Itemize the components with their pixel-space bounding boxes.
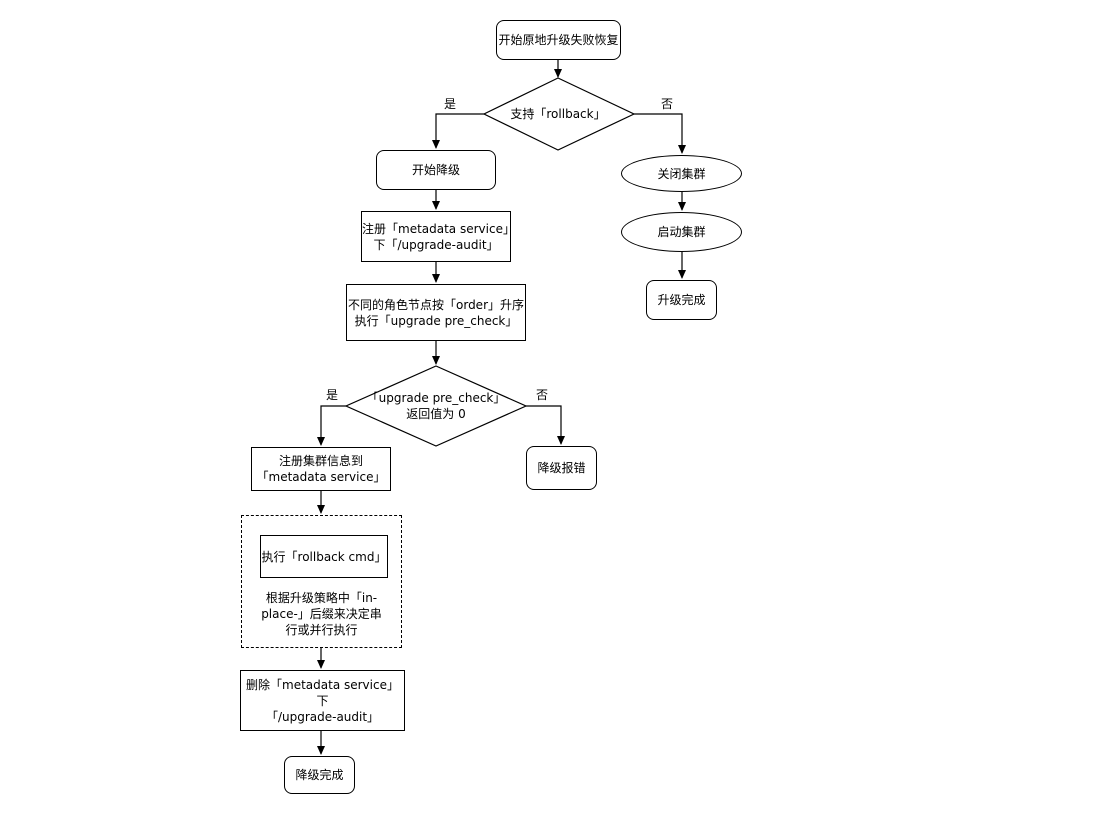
strategy-note-line3: 行或并行执行 — [285, 623, 358, 637]
exec-rollback-node: 执行「rollback cmd」 — [260, 535, 388, 578]
edge-label-rollback-no: 否 — [661, 97, 674, 111]
downgrade-error-node: 降级报错 — [526, 446, 597, 490]
delete-audit-line1: 删除「metadata service」下 — [246, 677, 399, 708]
precheck-return-label: 「upgrade pre_check」 返回值为 0 — [366, 389, 506, 423]
register-audit-line1: 注册「metadata service」 — [362, 221, 515, 236]
upgrade-done-label: 升级完成 — [657, 293, 706, 307]
register-cluster-line1: 注册集群信息到 — [278, 454, 363, 468]
strategy-note-line1: 根据升级策略中「in- — [265, 591, 378, 605]
edge-label-precheck-no: 否 — [536, 388, 549, 402]
downgrade-done-label: 降级完成 — [295, 768, 344, 782]
edge-diamond-yes — [317, 405, 346, 446]
edge-support-no — [634, 113, 686, 154]
strategy-note-line2: place-」后缀来决定串 — [261, 607, 382, 621]
start-cluster-label: 启动集群 — [657, 225, 706, 239]
register-audit-line2: 下「/upgrade-audit」 — [373, 237, 499, 252]
precheck-return-line1: 「upgrade pre_check」 — [366, 391, 506, 405]
exec-rollback-label: 执行「rollback cmd」 — [261, 549, 387, 564]
upgrade-done-node: 升级完成 — [646, 280, 717, 320]
exec-precheck-line1: 不同的角色节点按「order」升序 — [348, 297, 524, 312]
delete-audit-line2: 「/upgrade-audit」 — [265, 709, 380, 724]
downgrade-done-node: 降级完成 — [284, 756, 355, 794]
precheck-return-diamond — [344, 365, 528, 447]
precheck-return-line2: 返回值为 0 — [406, 407, 466, 421]
exec-precheck-node: 不同的角色节点按「order」升序 执行「upgrade pre_check」 — [346, 284, 526, 341]
downgrade-error-label: 降级报错 — [537, 461, 586, 475]
support-rollback-diamond — [482, 77, 636, 151]
register-audit-node: 注册「metadata service」 下「/upgrade-audit」 — [361, 211, 515, 262]
close-cluster-node: 关闭集群 — [621, 155, 742, 192]
register-cluster-line2: 「metadata service」 — [256, 470, 386, 484]
close-cluster-label: 关闭集群 — [657, 166, 706, 181]
exec-precheck-line2: 执行「upgrade pre_check」 — [354, 313, 518, 328]
edge-support-yes — [432, 113, 484, 149]
start-node: 开始原地升级失败恢复 — [496, 20, 621, 60]
edge-label-rollback-yes: 是 — [444, 97, 457, 111]
begin-downgrade-label: 开始降级 — [411, 163, 460, 177]
support-rollback-label: 支持「rollback」 — [510, 107, 606, 121]
edge-label-precheck-yes: 是 — [326, 388, 339, 402]
start-cluster-node: 启动集群 — [621, 212, 742, 252]
register-cluster-node: 注册集群信息到 「metadata service」 — [251, 447, 391, 491]
edge-diamond-no — [526, 405, 565, 445]
begin-downgrade-node: 开始降级 — [376, 150, 496, 190]
start-node-label: 开始原地升级失败恢复 — [498, 33, 619, 47]
delete-audit-node: 删除「metadata service」下 「/upgrade-audit」 — [240, 670, 405, 731]
strategy-note: 根据升级策略中「in- place-」后缀来决定串 行或并行执行 — [246, 590, 397, 638]
